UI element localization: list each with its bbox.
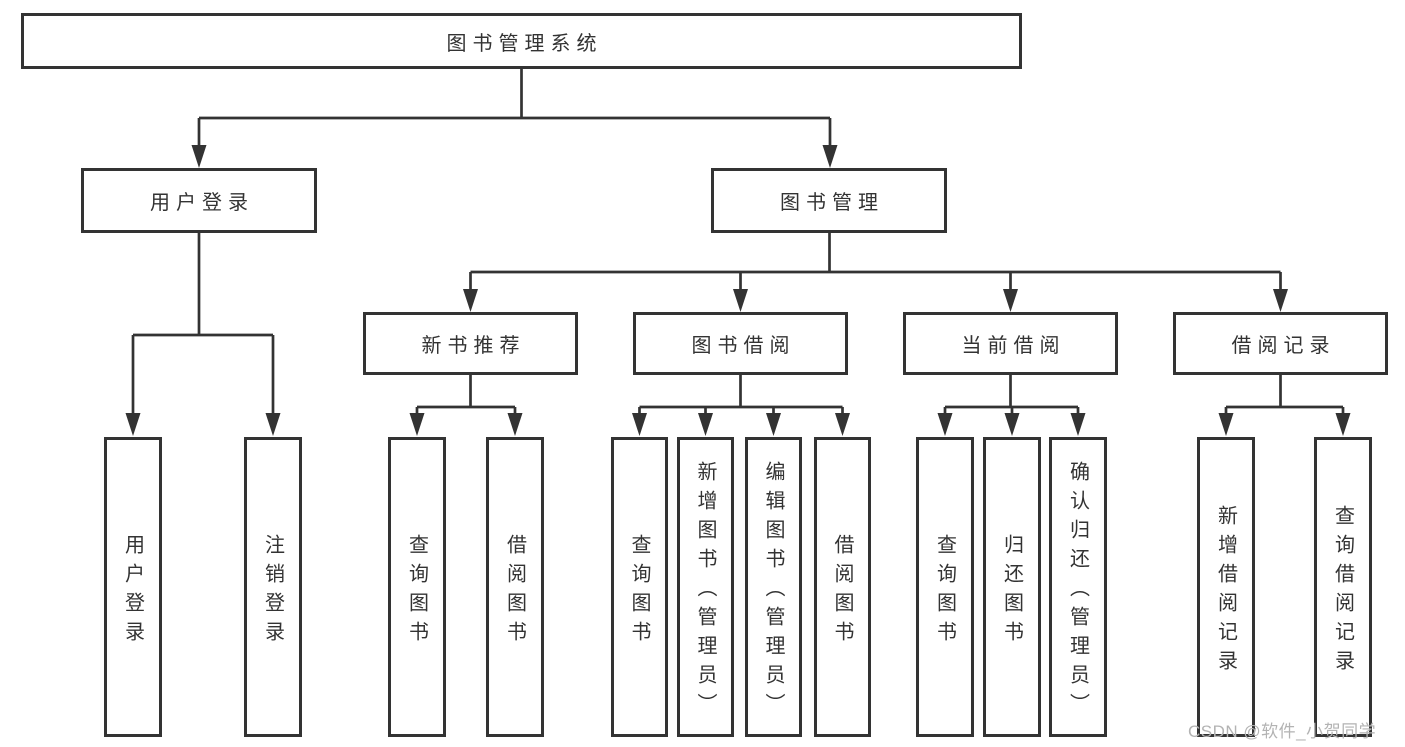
node-library-system: 图书管理系统 [21, 13, 1022, 69]
node-new-book-recommend-label: 新书推荐 [421, 335, 526, 357]
node-new-book-recommend: 新书推荐 [363, 312, 578, 375]
leaf-user-login-label: 用户登录 [121, 533, 144, 650]
leaf-user-login: 用户登录 [104, 437, 162, 737]
leaf-add-borrow-record: 新增借阅记录 [1197, 437, 1255, 737]
leaf-edit-book-admin: 编辑图书（管理员） [745, 437, 802, 737]
node-book-borrow: 图书借阅 [633, 312, 848, 375]
node-library-system-label: 图书管理系统 [446, 32, 603, 55]
leaf-borrow-books: 借阅图书 [814, 437, 871, 737]
leaf-query-books-current-label: 查询图书 [933, 533, 956, 650]
leaf-query-books-recommend: 查询图书 [388, 437, 446, 737]
leaf-query-books-recommend-label: 查询图书 [405, 533, 428, 650]
leaf-borrow-books-recommend-label: 借阅图书 [503, 533, 526, 650]
leaf-add-book-admin-label: 新增图书（管理员） [694, 461, 716, 722]
leaf-return-book-label: 归还图书 [1000, 533, 1023, 650]
leaf-add-borrow-record-label: 新增借阅记录 [1214, 504, 1237, 679]
node-book-management-label: 图书管理 [780, 192, 884, 214]
leaf-edit-book-admin-label: 编辑图书（管理员） [762, 461, 784, 722]
leaf-query-books-borrow: 查询图书 [611, 437, 668, 737]
node-current-borrow: 当前借阅 [903, 312, 1118, 375]
leaf-query-borrow-record: 查询借阅记录 [1314, 437, 1372, 737]
node-book-management: 图书管理 [711, 168, 947, 233]
node-user-login-label: 用户登录 [150, 192, 254, 214]
node-current-borrow-label: 当前借阅 [961, 335, 1066, 357]
leaf-add-book-admin: 新增图书（管理员） [677, 437, 734, 737]
node-user-login: 用户登录 [81, 168, 317, 233]
leaf-query-books-current: 查询图书 [916, 437, 974, 737]
leaf-query-borrow-record-label: 查询借阅记录 [1331, 504, 1354, 679]
leaf-borrow-books-recommend: 借阅图书 [486, 437, 544, 737]
leaf-logout: 注销登录 [244, 437, 302, 737]
leaf-query-books-borrow-label: 查询图书 [628, 533, 650, 650]
node-borrow-records: 借阅记录 [1173, 312, 1388, 375]
leaf-logout-label: 注销登录 [261, 533, 284, 650]
leaf-confirm-return-admin: 确认归还（管理员） [1049, 437, 1107, 737]
node-book-borrow-label: 图书借阅 [691, 335, 796, 357]
leaf-borrow-books-label: 借阅图书 [831, 533, 853, 650]
leaf-return-book: 归还图书 [983, 437, 1041, 737]
watermark-csdn: CSDN @软件_小贺同学 [1188, 722, 1377, 741]
node-borrow-records-label: 借阅记录 [1231, 335, 1336, 357]
leaf-confirm-return-admin-label: 确认归还（管理员） [1066, 461, 1089, 722]
